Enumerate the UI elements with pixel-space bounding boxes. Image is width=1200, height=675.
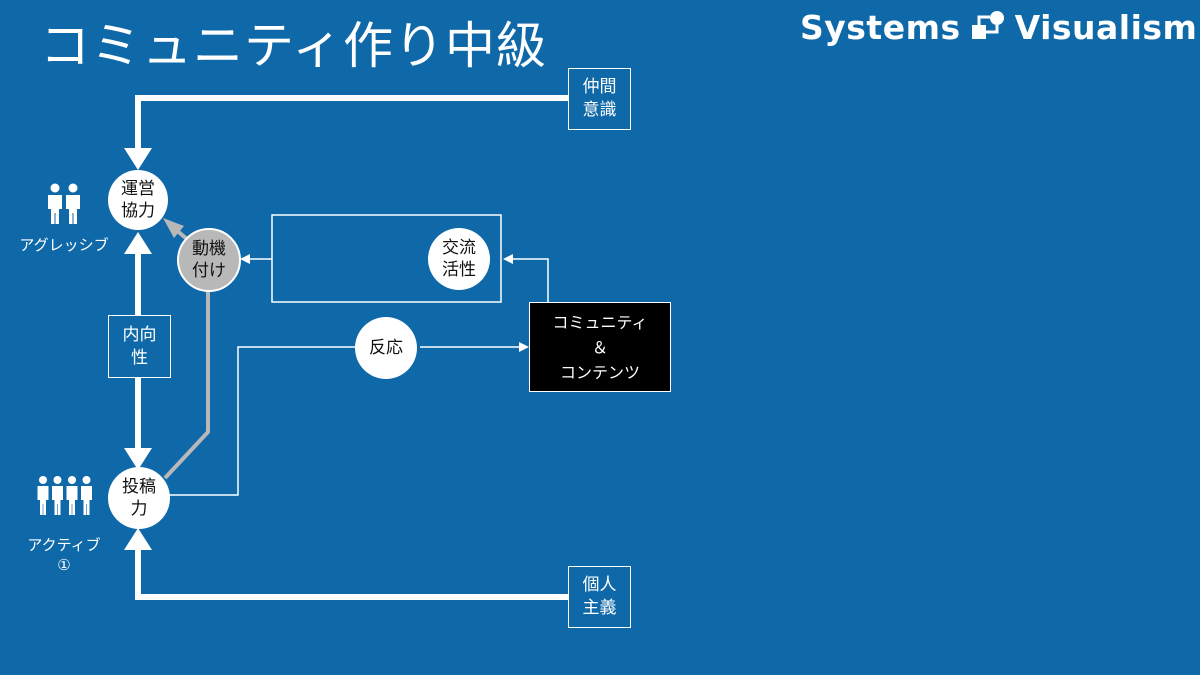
arrowhead-down-posting	[124, 448, 152, 470]
node-posting-line1: 投稿	[122, 477, 156, 497]
box-introversion: 内向 性	[108, 315, 171, 378]
node-motivation-line1: 動機	[192, 239, 226, 259]
systems-visualism-logo-icon	[971, 11, 1004, 39]
link-fellowship-to-operation	[135, 95, 568, 150]
node-operation-line1: 運営	[121, 179, 155, 199]
arrowhead-up-operation	[124, 232, 152, 254]
link-posting-to-motivation	[163, 288, 210, 480]
arrowhead-into-posting-bottom	[124, 528, 152, 550]
box-fellowship-line2: 意識	[582, 100, 617, 120]
arrowhead-gray-into-operation	[163, 218, 184, 238]
node-posting-power: 投稿 力	[108, 467, 170, 529]
node-exchange-line2: 活性	[442, 260, 476, 280]
box-introversion-line2: 性	[131, 347, 148, 368]
brand-left-text: Systems	[800, 7, 961, 47]
box-community-line2: ＆	[591, 337, 608, 357]
box-individualism: 個人 主義	[568, 566, 631, 628]
node-posting-line2: 力	[130, 499, 148, 519]
node-motivation-line2: 付け	[192, 261, 226, 281]
node-operation-cooperation: 運営 協力	[108, 170, 168, 230]
arrowhead-into-exchange	[503, 254, 513, 264]
box-individualism-line2: 主義	[582, 598, 617, 618]
box-community-line3: コンテンツ	[559, 362, 640, 382]
two-people-icon	[48, 183, 80, 224]
arrowhead-into-motivation	[240, 254, 250, 264]
persona-active-line2: ①	[57, 556, 71, 574]
node-motivation: 動機 付け	[177, 228, 241, 292]
link-individualism-to-posting	[135, 548, 568, 600]
arrowhead-into-community	[519, 342, 529, 352]
box-community-contents: コミュニティ ＆ コンテンツ	[529, 302, 671, 392]
node-reaction-label: 反応	[369, 338, 403, 358]
page-title: コミュニティ作り中級	[40, 17, 547, 75]
persona-aggressive-label: アグレッシブ	[19, 236, 109, 254]
node-reaction: 反応	[355, 317, 417, 379]
arrowhead-into-operation	[124, 148, 152, 170]
link-community-to-exchange	[510, 258, 549, 302]
brand-logo: Systems Visualism	[800, 6, 1197, 48]
persona-active-line1: アクティブ	[27, 536, 101, 554]
four-people-icon	[37, 476, 92, 515]
persona-active-label: アクティブ ①	[14, 535, 114, 575]
box-fellowship-line1: 仲間	[582, 77, 617, 97]
node-exchange-activity: 交流 活性	[428, 228, 490, 290]
box-individualism-line1: 個人	[582, 575, 617, 595]
node-operation-line2: 協力	[121, 201, 155, 221]
link-posting-to-reaction	[168, 346, 356, 496]
brand-right-text: Visualism	[1014, 7, 1198, 47]
box-fellowship: 仲間 意識	[568, 68, 631, 130]
box-introversion-line1: 内向	[122, 324, 157, 345]
box-community-line1: コミュニティ	[552, 312, 648, 332]
node-exchange-line1: 交流	[442, 238, 476, 258]
